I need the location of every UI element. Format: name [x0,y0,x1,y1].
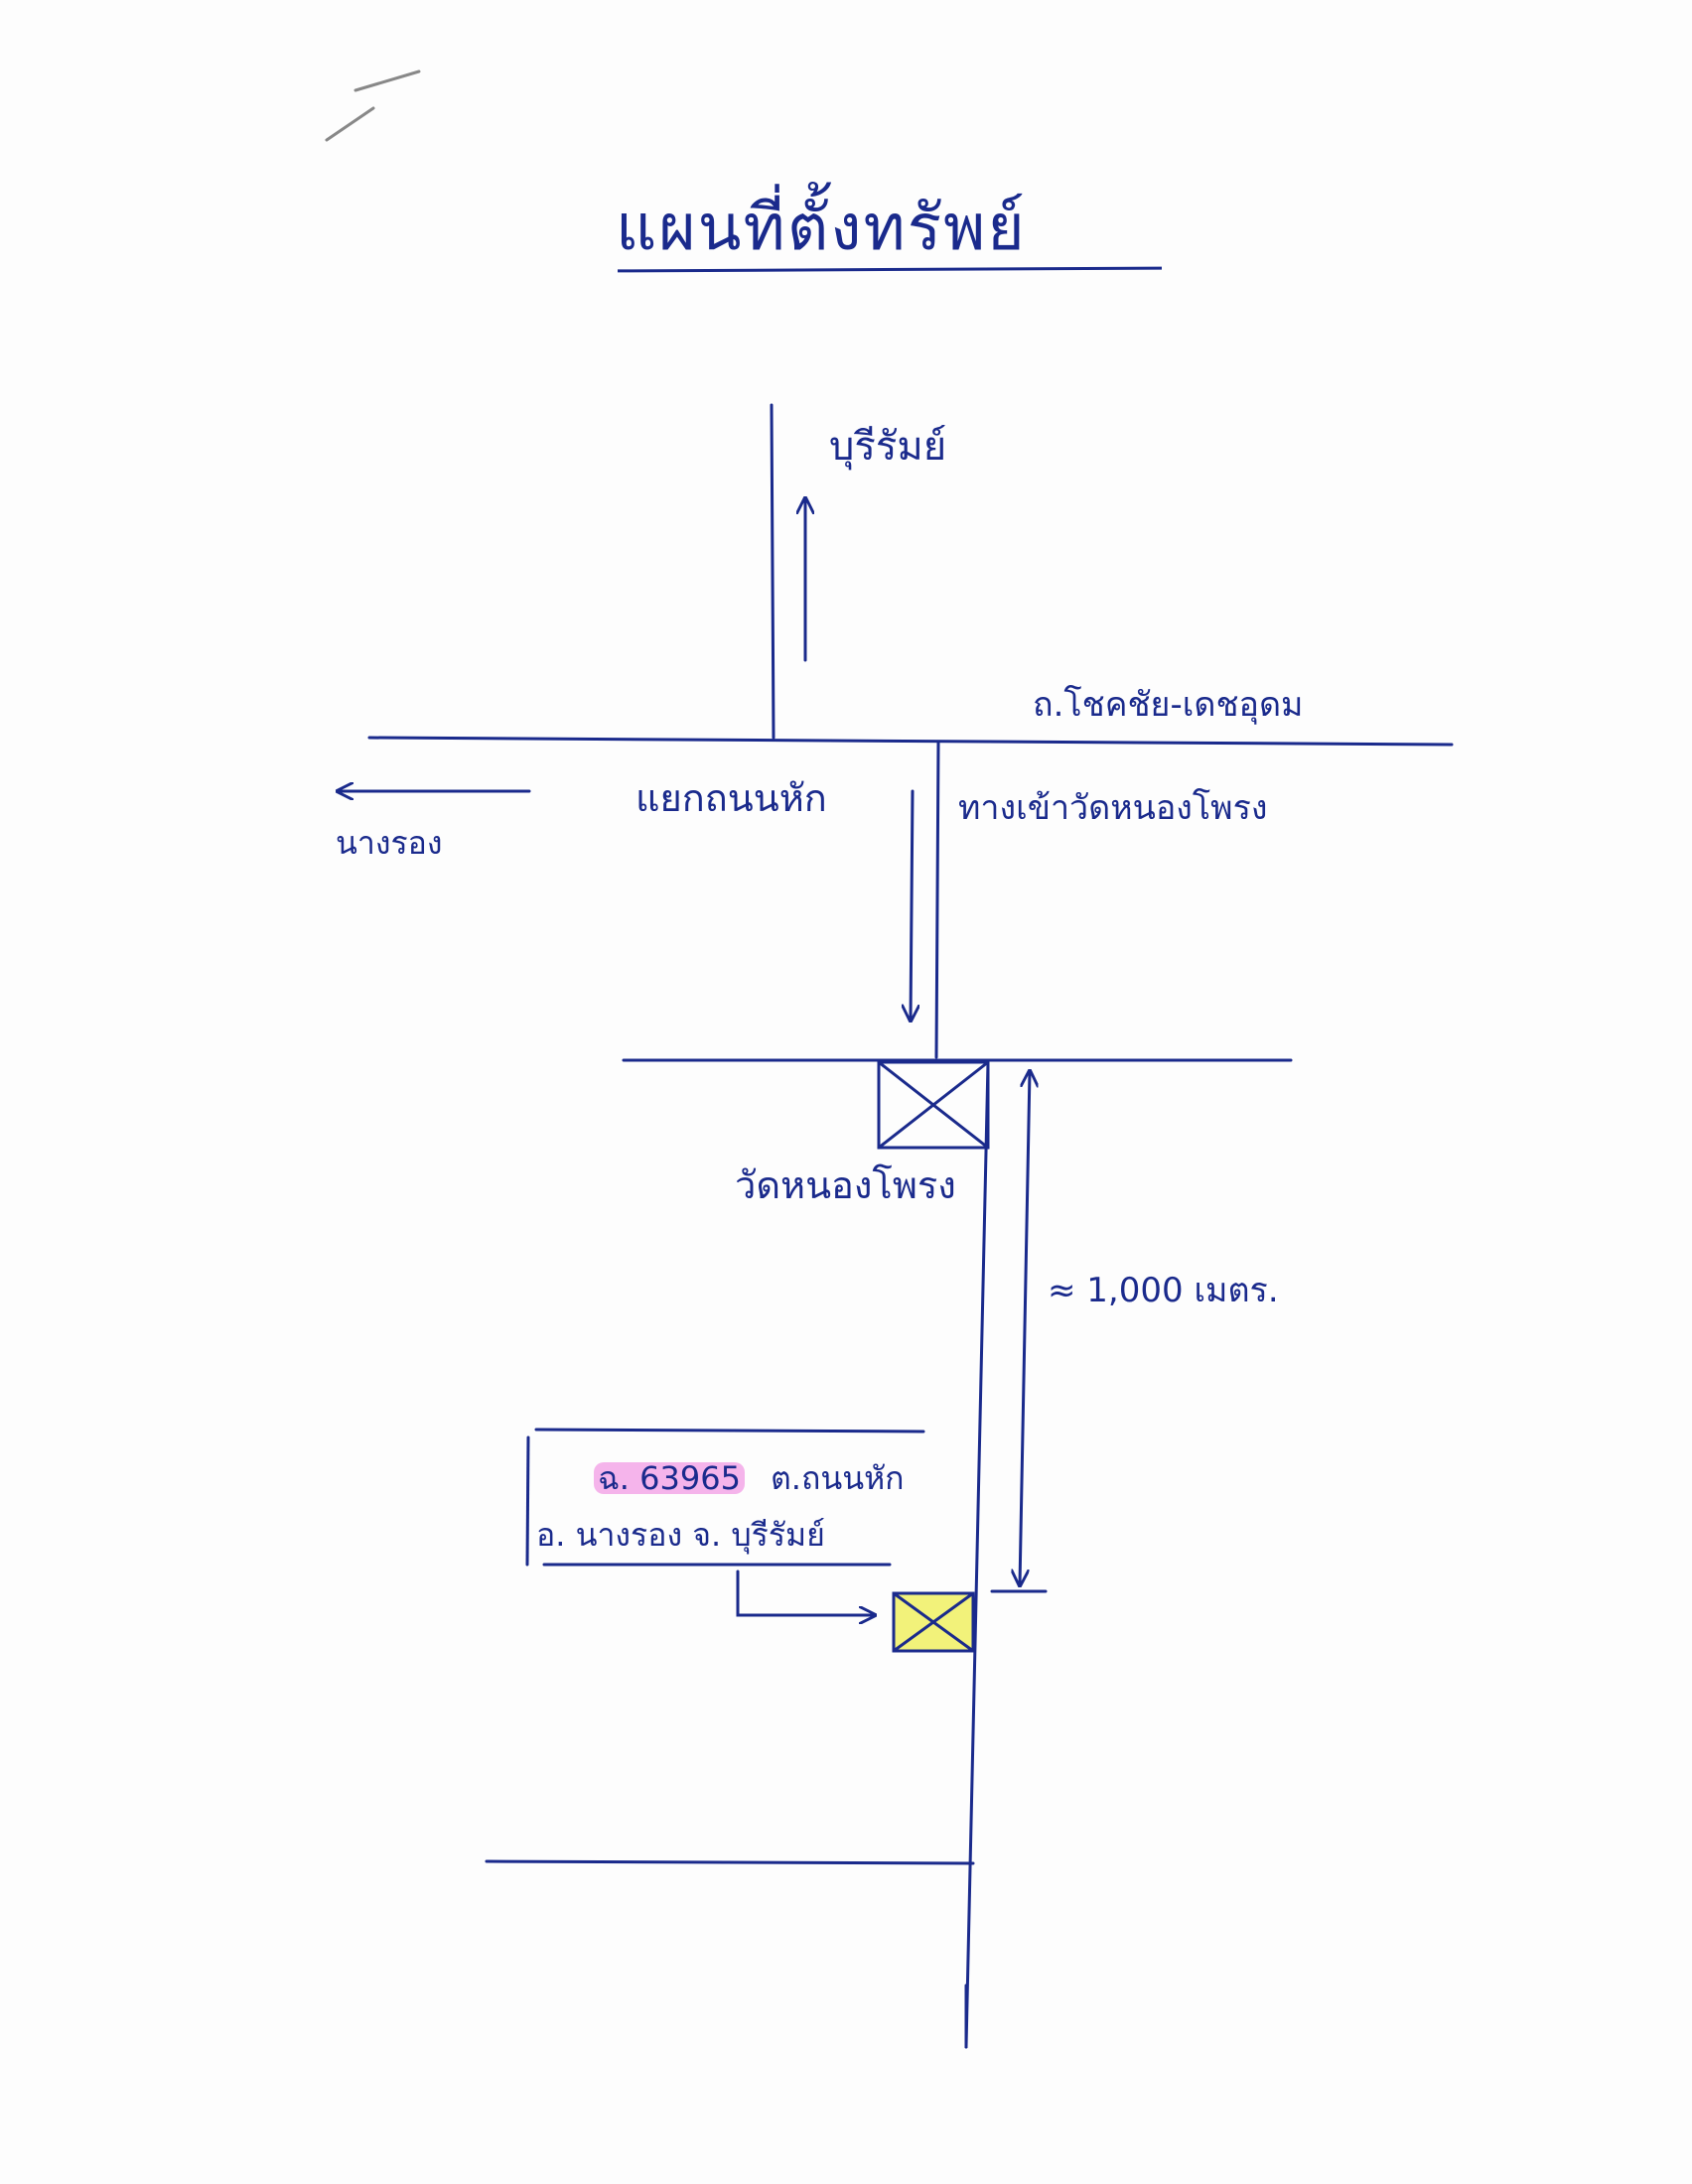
road-south [964,1060,990,2049]
property-crossed-box-icon [892,1591,975,1653]
distance-arrow-icon [1020,1071,1030,1585]
road-lower [485,1859,975,1865]
label-junction: แยกถนนหัก [635,776,827,820]
deed-number: ฉ. 63965 [594,1462,745,1494]
label-nangrong: นางรอง [336,824,443,862]
label-temple-way: ทางเข้าวัดหนองโพรง [958,788,1268,828]
property-pointer-icon [736,1570,875,1615]
label-buriram: บุรีรัมย์ [829,424,947,470]
road-north [770,403,776,740]
road-main [367,736,1454,747]
temple-crossed-box-icon [877,1060,990,1150]
label-distance: ≈ 1,000 เมตร. [1048,1271,1279,1310]
arrow-junction-down-icon [911,789,913,1021]
map-title: แผนที่ตั้งทรัพย์ [616,192,1027,265]
label-temple: วัดหนองโพรง [735,1163,956,1207]
property-location: อ. นางรอง จ. บุรีรัมย์ [536,1516,825,1554]
label-road-name: ถ.โชคชัย-เดชอุดม [1033,685,1304,725]
property-note-top [534,1428,925,1433]
deed-subdistrict: ต.ถนนหัก [771,1459,905,1497]
staple-marks [325,69,421,142]
property-note-left [525,1435,530,1567]
road-temple-access [934,741,940,1059]
